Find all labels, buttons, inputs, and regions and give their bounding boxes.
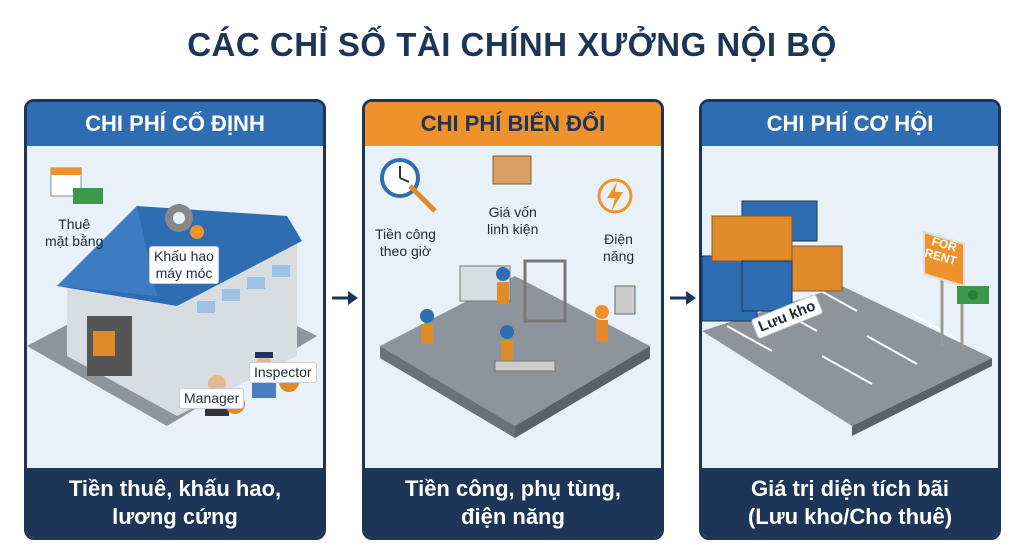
page-title: CÁC CHỈ SỐ TÀI CHÍNH XƯỞNG NỘI BỘ [187,26,837,63]
panel-header: CHI PHÍ BIẾN ĐỔI [365,102,661,146]
warehouse-icon [27,167,317,426]
workshop-icon [380,155,650,438]
arrow-right-icon [332,291,358,305]
panel-header: CHI PHÍ CƠ HỘI [702,102,998,146]
panel-footer: Giá trị diện tích bãi(Lưu kho/Cho thuê) [702,468,998,537]
yard-icon [702,200,992,436]
panel-footer: Tiền công, phụ tùng,điện năng [365,468,661,537]
panel-footer: Tiền thuê, khấu hao,lương cứng [27,468,323,537]
arrow-right-icon [670,291,696,305]
inspector-label: Inspector [249,362,317,383]
manager-label: Manager [179,388,245,409]
panel-header: CHI PHÍ CỐ ĐỊNH [27,102,323,146]
